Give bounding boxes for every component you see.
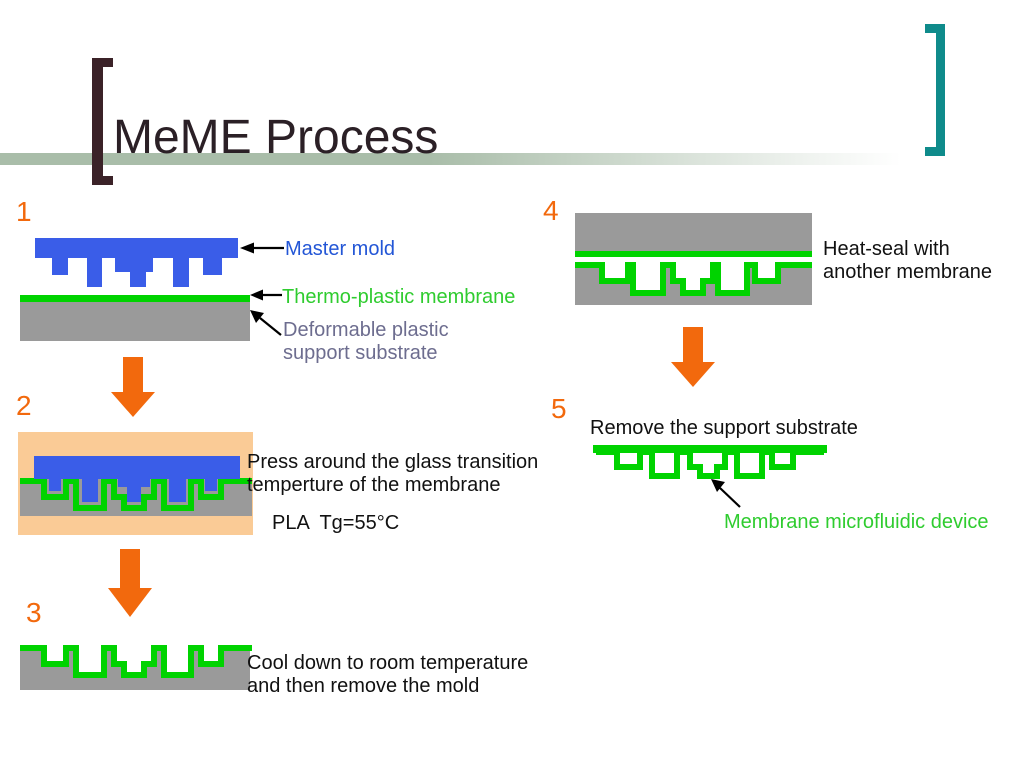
channel-void [44,648,66,662]
step-5-diagram [593,445,827,479]
membrane-device-shape [596,449,824,479]
master-mold-arrow [240,242,284,254]
membrane-conformal [20,478,252,511]
title-underline-band [0,153,1024,165]
step-2-number: 2 [16,390,32,421]
channel-void [164,648,191,673]
down-arrow-icon [111,357,155,417]
membrane-layer [20,295,250,302]
down-arrow-icon [671,327,715,387]
left-bracket-icon [92,58,113,185]
channel-void [124,648,144,673]
channel-void [201,648,221,662]
membrane-label: Thermo-plastic membrane [282,286,516,308]
device-pointer-arrow [711,479,741,508]
master-mold-label: Master mold [285,238,396,260]
step-5-number: 5 [551,393,567,424]
step-5-caption: Remove the support substrate [590,417,858,439]
right-bracket-icon [925,24,945,156]
membrane-arrow [250,289,282,301]
step-4-diagram [575,213,812,305]
membrane-conformal [575,262,812,296]
step-3-number: 3 [26,597,42,628]
arrowhead-icon [711,479,725,492]
master-mold-shape [35,238,238,287]
channel-void [718,262,747,290]
page-title: MeME Process [113,111,439,164]
substrate-arrow [250,310,282,336]
step-2-diagram [18,432,253,535]
step-3-diagram [20,645,252,690]
channel-void [755,262,778,278]
arrowhead-icon [250,310,264,323]
seal-gap [575,257,812,262]
left-bracket-shape [92,58,113,185]
channel-void [683,262,703,290]
arrowhead-icon [240,242,254,254]
step-4-number: 4 [543,195,559,226]
arrowhead-icon [250,289,263,301]
sealing-membrane [593,445,827,453]
sealing-membrane [575,251,812,257]
right-bracket-shape [925,24,945,156]
down-arrow-icon [108,549,152,617]
channel-void [76,648,104,673]
support-substrate [20,302,250,341]
master-mold-pressed [34,456,240,502]
step-1-number: 1 [16,196,32,227]
channel-void [602,262,628,278]
membrane-conformal [20,645,252,678]
step-2-note: PLA Tg=55°C [272,512,400,534]
channel-void [633,262,663,290]
device-label: Membrane microfluidic device [724,511,989,533]
step-1-diagram [20,238,250,341]
